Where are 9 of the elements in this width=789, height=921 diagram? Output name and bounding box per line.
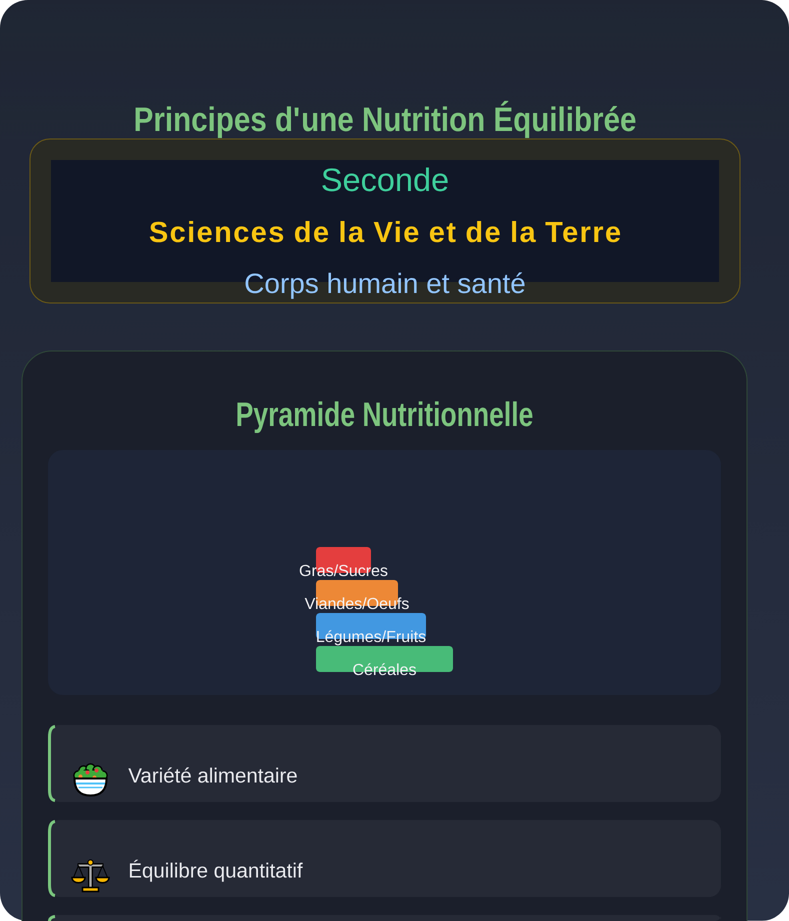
list-item xyxy=(48,915,721,921)
list-item: Variété alimentaire xyxy=(48,725,721,802)
topic-label: Corps humain et santé xyxy=(246,272,525,299)
subject-heading: Sciences de la Vie et de la Terre xyxy=(150,221,620,242)
page-title: Principes d'une Nutrition Équilibrée xyxy=(136,100,636,138)
chart-panel xyxy=(48,450,721,695)
list-item: Équilibre quantitatif xyxy=(48,820,721,897)
level-label: Seconde xyxy=(322,167,448,192)
section-heading: Pyramide Nutritionnelle xyxy=(237,401,532,434)
